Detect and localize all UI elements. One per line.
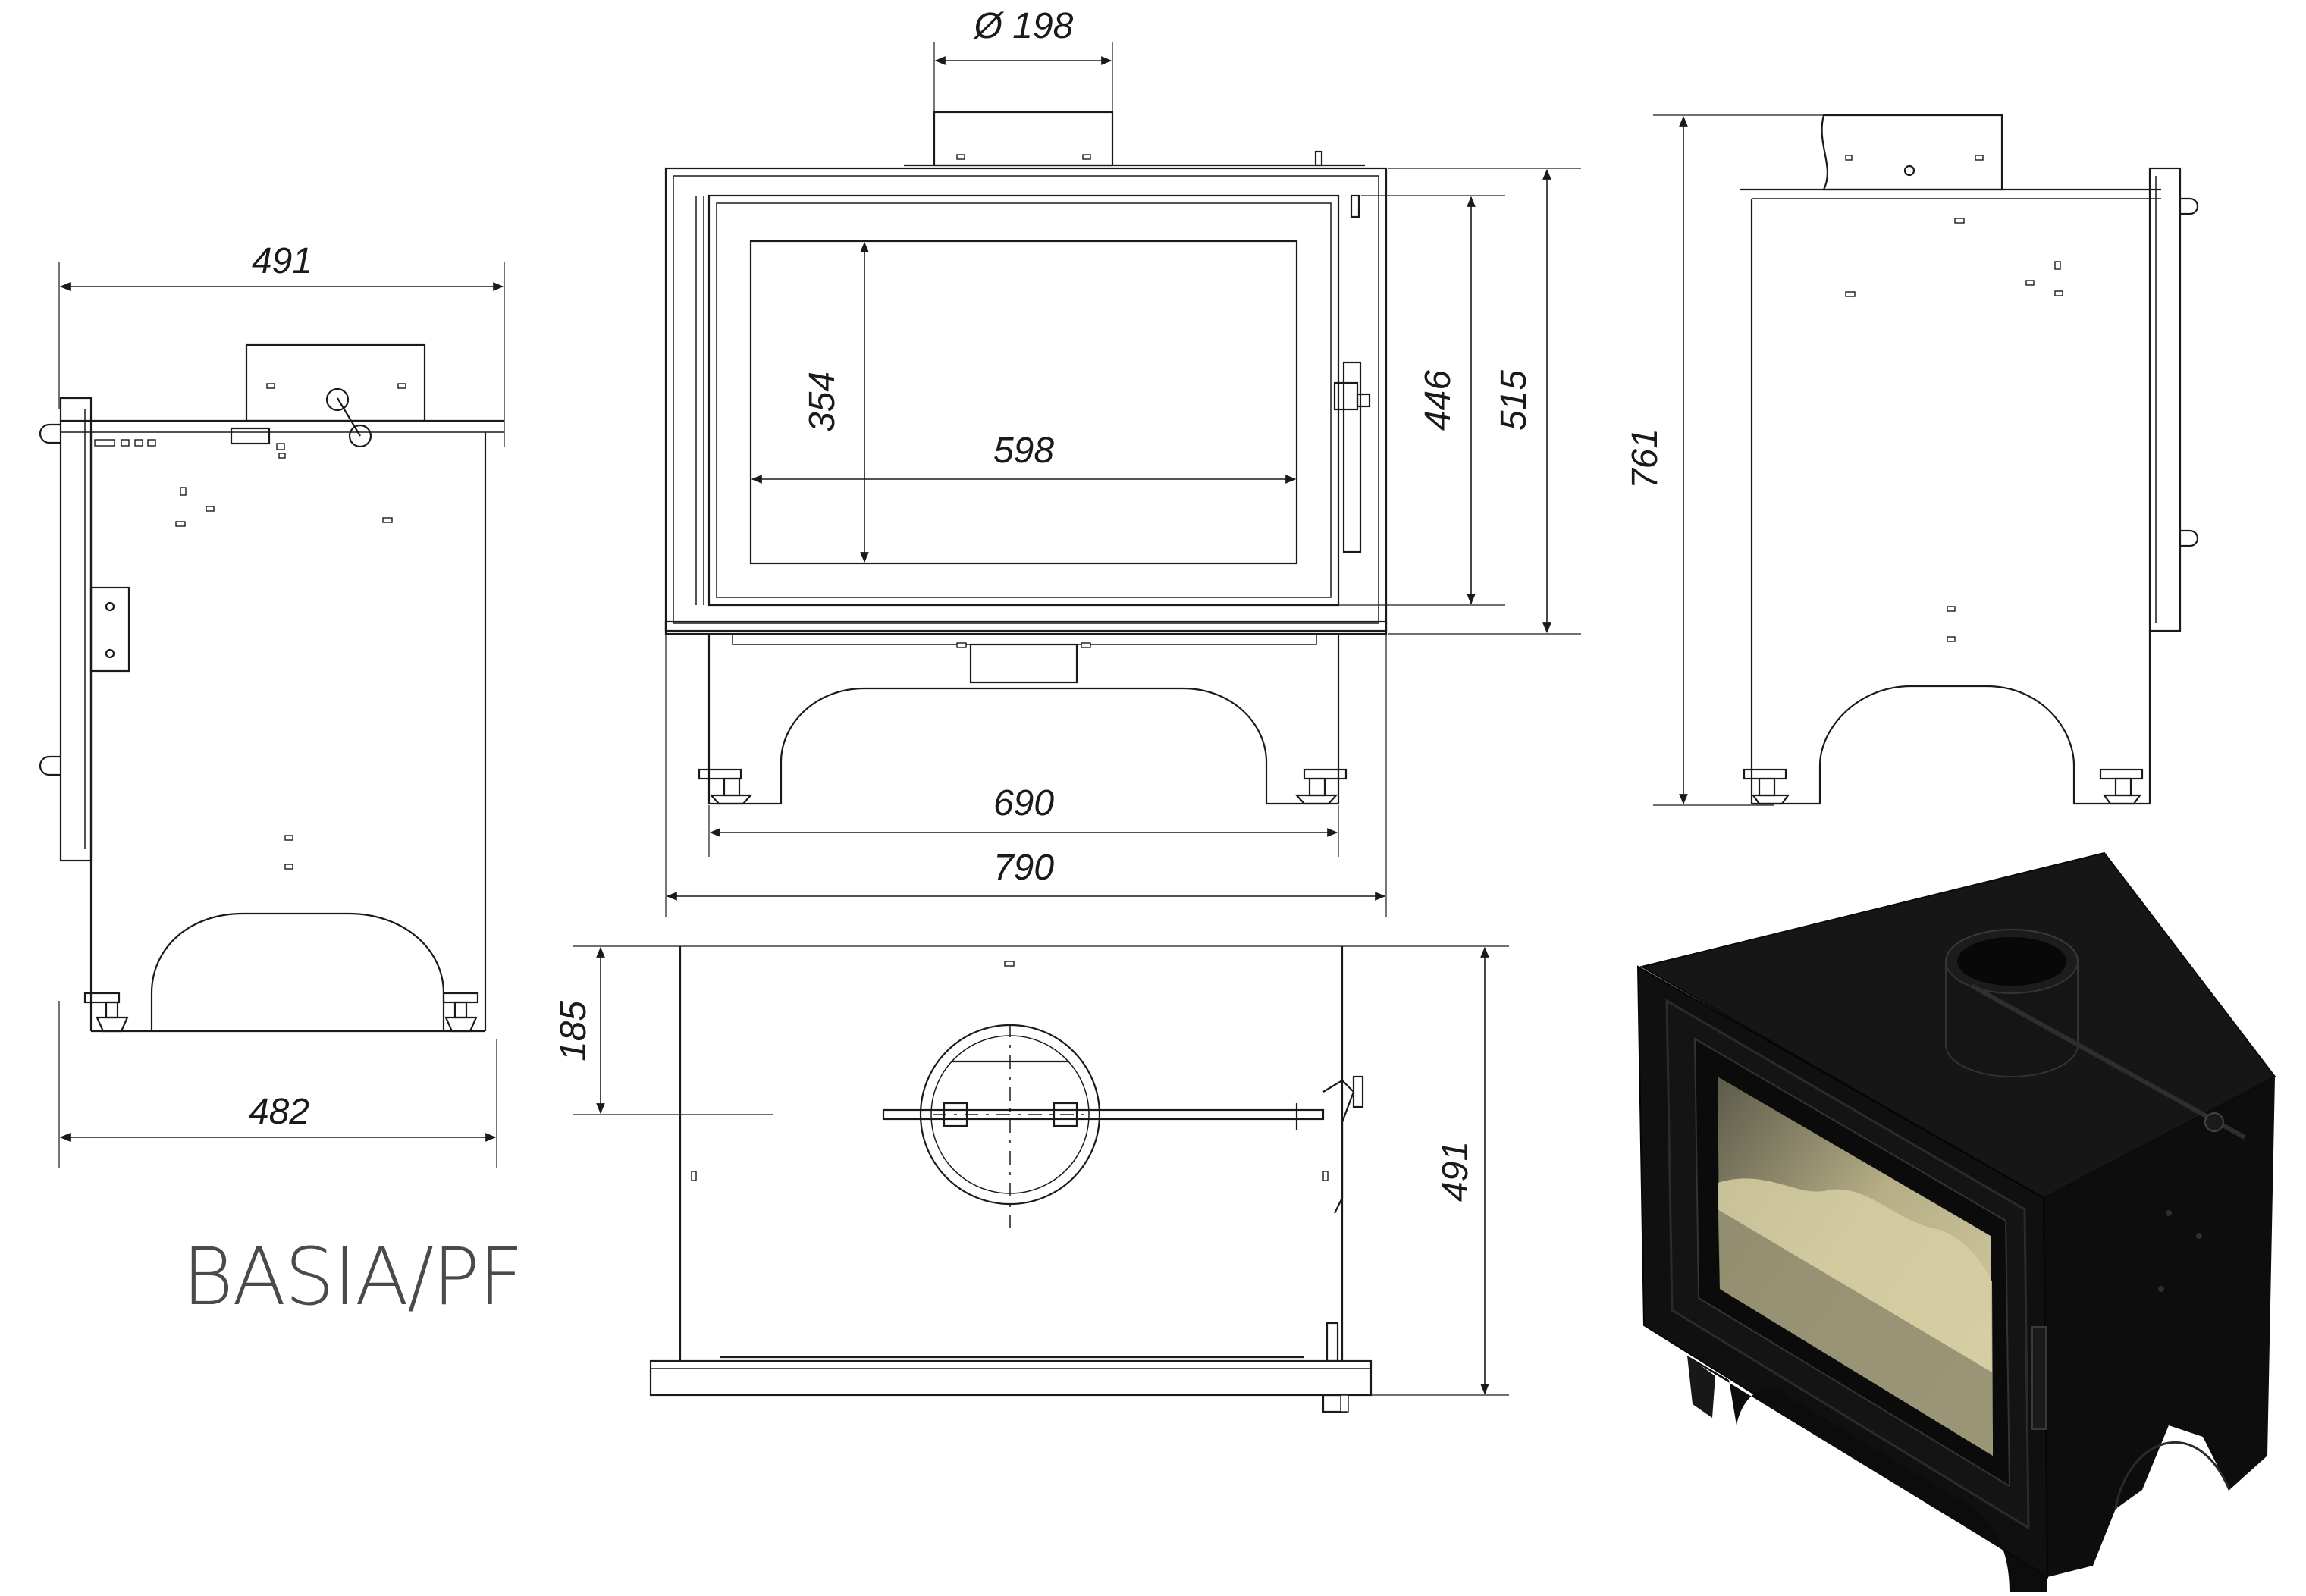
front-view [664,42,1581,917]
dim-total-width: 790 [993,848,1054,888]
dim-side-top-width: 491 [252,241,312,281]
top-view [573,945,1509,1413]
fireplace-3d-render [1636,851,2276,1592]
model-title: BASIA/PF [182,1231,522,1323]
dim-glass-height: 354 [802,372,842,432]
dim-front-height: 515 [1494,370,1534,431]
dim-side-bottom-width: 482 [249,1092,309,1132]
dim-leg-spacing: 690 [993,783,1054,823]
side-view-left [39,262,505,1168]
dim-door-height: 446 [1418,370,1458,431]
dim-flue-diameter: Ø 198 [973,6,1074,46]
dim-glass-width: 598 [993,431,1054,471]
dim-flue-offset: 185 [554,1001,594,1061]
dim-total-height: 761 [1625,428,1665,489]
dim-top-depth: 491 [1435,1141,1476,1202]
side-view-right [1653,114,2199,806]
